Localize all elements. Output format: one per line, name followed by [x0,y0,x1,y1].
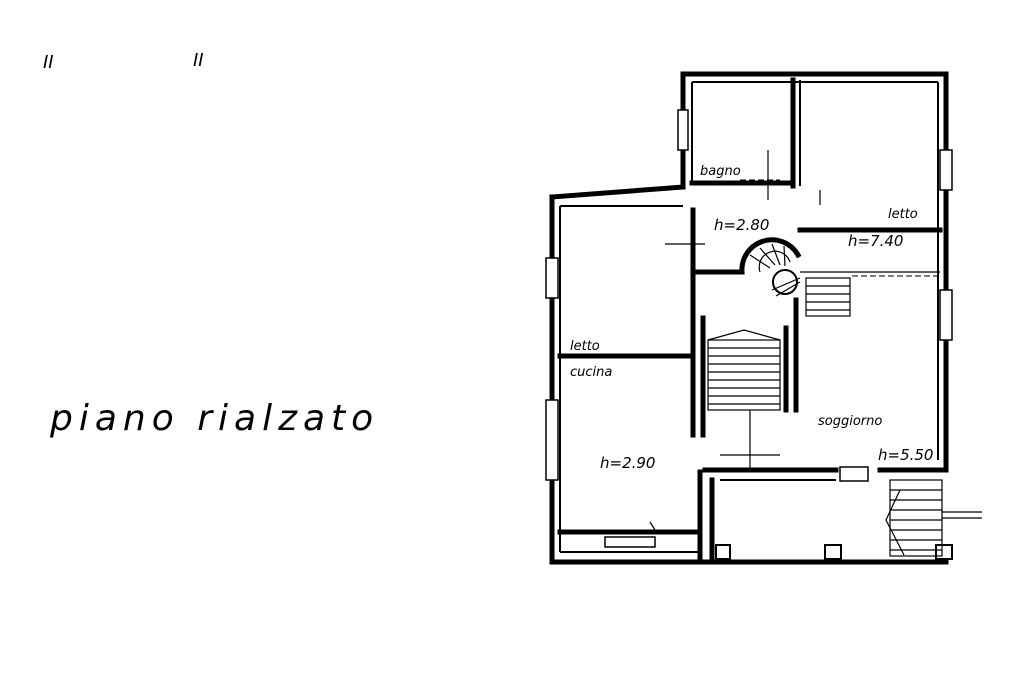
height-label-550: h=5.50 [878,446,933,464]
axis-marks [649,150,940,531]
main-staircase [707,329,781,411]
room-label-soggiorno: soggiorno [818,414,882,429]
windows [545,109,953,560]
inner-walls [557,77,949,565]
height-label-290: h=2.90 [600,454,655,472]
room-label-letto-left: letto [570,339,600,354]
side-stair [805,277,851,317]
entrance-stairs [885,479,982,557]
spiral-staircase [739,237,802,297]
plan-title: piano rialzato [49,398,379,439]
room-label-bagno: bagno [700,164,741,179]
corner-mark-a: II [43,52,54,73]
room-label-letto-right: letto [888,207,918,222]
room-label-cucina: cucina [570,365,612,380]
height-label-740: h=7.40 [848,232,903,250]
height-label-280: h=2.80 [714,216,769,234]
corner-mark-b: II [193,50,204,71]
outer-walls [549,71,949,565]
